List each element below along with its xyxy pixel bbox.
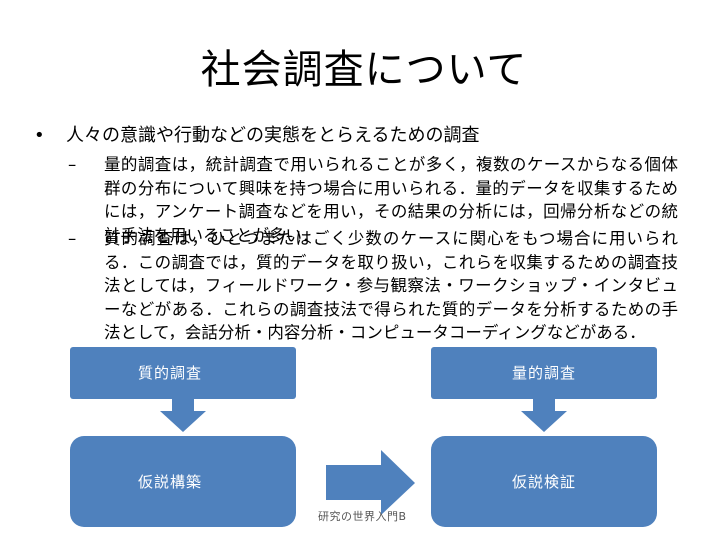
sub-bullet-qualitative-text: 質的調査は，ひとつまたはごく少数のケースに関心をもつ場合に用いられる．この調査で…	[104, 229, 678, 342]
qualitative-survey-box: 質的調査	[70, 347, 296, 399]
bullet-marker: •	[34, 125, 45, 146]
sub-bullet-quantitative-text: 量的調査は，統計調査で用いられることが多く，複数のケースからなる個体群の分布につ…	[104, 155, 678, 245]
main-bullet-text: 人々の意識や行動などの実態をとらえるための調査	[66, 125, 480, 146]
down-arrow-icon-left	[160, 399, 206, 432]
down-arrow-icon-right	[521, 399, 567, 432]
quantitative-survey-label: 量的調査	[511, 364, 576, 382]
hypothesis-testing-label: 仮説検証	[511, 473, 576, 491]
sub-bullet-marker: –	[68, 155, 77, 174]
hypothesis-testing-box: 仮説検証	[431, 436, 657, 527]
slide-title: 社会調査について	[200, 47, 528, 93]
footer-text: 研究の世界入門B	[318, 510, 407, 523]
qualitative-survey-label: 質的調査	[137, 364, 202, 382]
hypothesis-building-box: 仮説構築	[70, 436, 296, 527]
sub-bullet-quantitative: – 量的調査は，統計調査で用いられることが多く，複数のケースからなる個体群の分布…	[68, 153, 678, 247]
sub-bullet-qualitative: – 質的調査は，ひとつまたはごく少数のケースに関心をもつ場合に用いられる．この調…	[68, 227, 678, 345]
right-arrow-icon	[326, 450, 415, 515]
sub-bullet-marker: –	[68, 229, 77, 248]
quantitative-survey-box: 量的調査	[431, 347, 657, 399]
main-bullet: • 人々の意識や行動などの実態をとらえるための調査	[34, 124, 694, 148]
hypothesis-building-label: 仮説構築	[137, 473, 202, 491]
